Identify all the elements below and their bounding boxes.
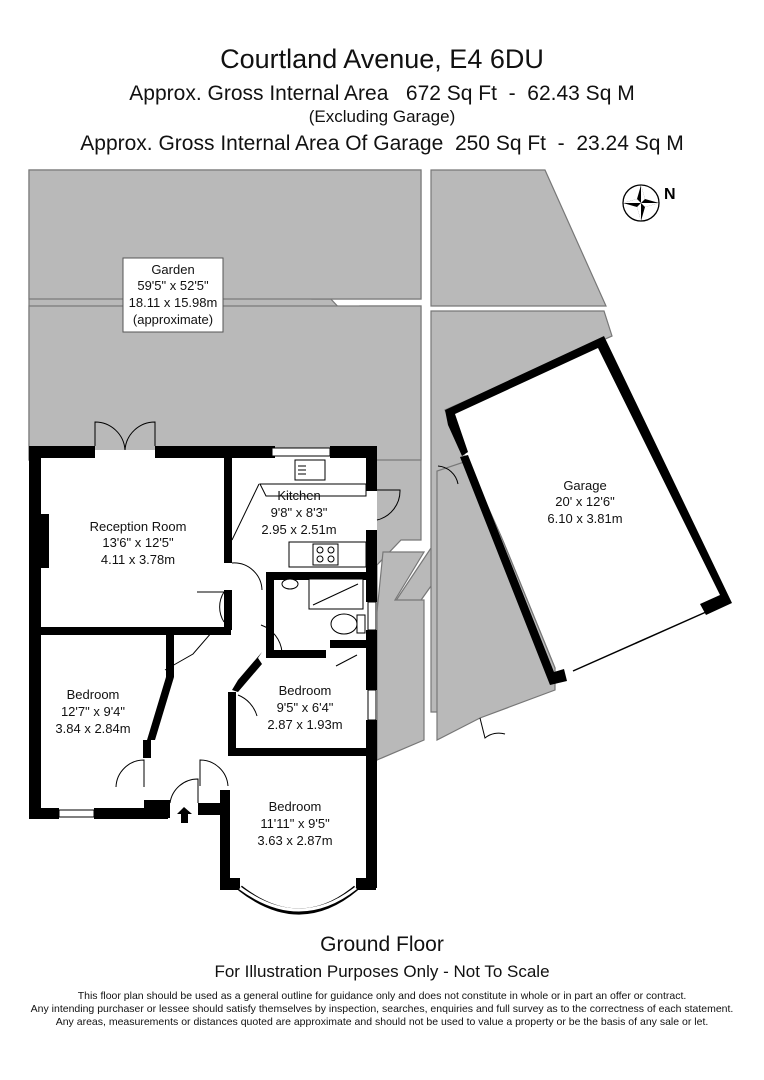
floor-name: Ground Floor (320, 933, 444, 956)
gross-internal-area: Approx. Gross Internal Area 672 Sq Ft - … (129, 82, 635, 105)
bedroom1-name: Bedroom (67, 687, 120, 702)
bedroom2-name: Bedroom (279, 683, 332, 698)
reception-imperial: 13'6" x 12'5" (102, 535, 174, 550)
garden-name: Garden (151, 262, 194, 277)
disclaimer-line: Any intending purchaser or lessee should… (30, 1003, 734, 1015)
compass-north-label: N (664, 186, 676, 203)
walls (29, 446, 377, 890)
garage-imperial: 20' x 12'6" (555, 494, 615, 509)
entrance-arrow-icon (177, 807, 192, 823)
reception-name: Reception Room (90, 519, 187, 534)
garage: Garage 20' x 12'6" 6.10 x 3.81m (437, 336, 732, 685)
garage-metric: 6.10 x 3.81m (547, 511, 622, 526)
kitchen-metric: 2.95 x 2.51m (261, 522, 336, 537)
bedroom3-metric: 3.63 x 2.87m (257, 833, 332, 848)
gross-internal-area-note: (Excluding Garage) (308, 107, 456, 126)
bedroom3-name: Bedroom (269, 799, 322, 814)
reception-metric: 4.11 x 3.78m (101, 552, 175, 567)
bath-icon (308, 578, 364, 610)
bedroom2-imperial: 9'5" x 6'4" (277, 700, 334, 715)
scale-note: For Illustration Purposes Only - Not To … (214, 962, 550, 981)
disclaimer-line: This floor plan should be used as a gene… (77, 990, 687, 1002)
windows (58, 447, 377, 915)
disclaimer-line: Any areas, measurements or distances quo… (55, 1016, 709, 1028)
bedroom3-imperial: 11'11" x 9'5" (260, 816, 330, 831)
bedroom1-metric: 3.84 x 2.84m (55, 721, 130, 736)
hob-icon (312, 543, 339, 566)
garage-name: Garage (563, 478, 606, 493)
garden-label: Garden 59'5" x 52'5" 18.11 x 15.98m (app… (122, 257, 224, 333)
sink-icon (294, 459, 326, 481)
kitchen-name: Kitchen (277, 488, 320, 503)
bedroom2-metric: 2.87 x 1.93m (267, 717, 342, 732)
compass-rose-icon (622, 184, 660, 222)
plan-title: Courtland Avenue, E4 6DU (220, 44, 544, 74)
bedroom1-imperial: 12'7" x 9'4" (61, 704, 125, 719)
basin-icon (281, 578, 299, 590)
kitchen-imperial: 9'8" x 8'3" (271, 505, 328, 520)
garden-imperial: 59'5" x 52'5" (137, 278, 209, 293)
toilet-icon (330, 613, 358, 635)
garden-note: (approximate) (133, 312, 213, 327)
doors (94, 421, 506, 804)
room-labels: Reception Room 13'6" x 12'5" 4.11 x 3.78… (55, 488, 342, 848)
fixtures (231, 459, 367, 635)
garage-area: Approx. Gross Internal Area Of Garage 25… (80, 132, 684, 155)
garden-metric: 18.11 x 15.98m (129, 295, 218, 310)
